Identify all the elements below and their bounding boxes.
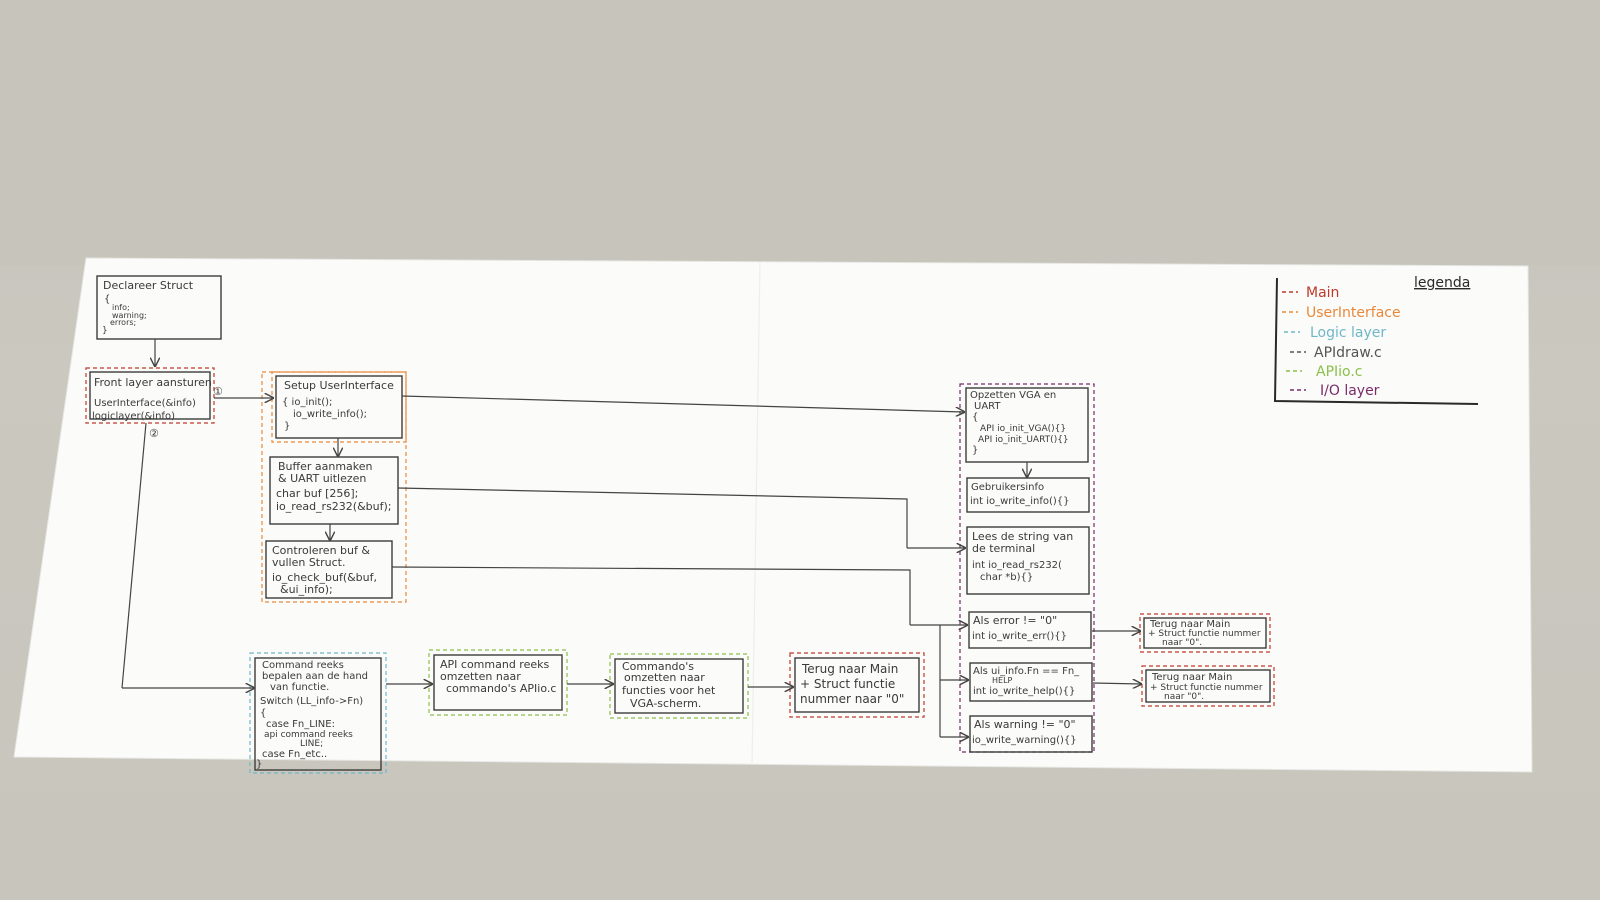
- svg-text:Opzetten VGA en UART: Opzetten VGA en UART { API io_init_VGA()…: [970, 388, 1072, 456]
- paper-sheet: [13, 257, 1533, 773]
- legend-item-userinterface: UserInterface: [1306, 305, 1401, 321]
- legend-item-apidraw: APIdraw.c: [1314, 345, 1382, 361]
- setup-userinterface-box: Setup UserInterface { io_init(); io_writ…: [271, 371, 407, 443]
- als-warning-box: Als warning != "0" io_write_warning(){}: [969, 715, 1093, 753]
- commandos-box: Commando's omzetten naar functies voor h…: [609, 653, 749, 719]
- svg-text:Commando's omzetten naar: Commando's omzetten naar functies voor h…: [622, 660, 719, 710]
- svg-text:Front layer aansturen Us: Front layer aansturen UserInterface(&inf…: [92, 376, 215, 422]
- connectors: [121, 339, 1141, 737]
- svg-text:Command reeks bepalen aa: Command reeks bepalen aan de hand van fu…: [256, 658, 372, 770]
- paper-fold: [751, 261, 761, 766]
- svg-text:Als warning != "0" io_wr: Als warning != "0" io_write_warning(){}: [972, 718, 1079, 746]
- buffer-box: Buffer aanmaken & UART uitlezen char buf…: [269, 456, 399, 525]
- legend-item-apiio: APIio.c: [1316, 364, 1363, 380]
- svg-text:Terug naar Main + Struct: Terug naar Main + Struct functie nummer …: [800, 662, 904, 706]
- svg-text:Terug naar Main + Struct: Terug naar Main + Struct functie nummer …: [1150, 670, 1266, 702]
- marker-2: ②: [149, 427, 159, 440]
- svg-text:Lees de string van de te: Lees de string van de terminal int io_re…: [972, 530, 1077, 583]
- als-error-box: Als error != "0" int io_write_err(){}: [968, 611, 1092, 649]
- svg-text:Als ui_info.Fn == Fn_ HE: Als ui_info.Fn == Fn_ HELP int io_write_…: [973, 664, 1083, 697]
- wall-background: [0, 0, 1600, 265]
- svg-text:Buffer aanmaken & UART u: Buffer aanmaken & UART uitlezen char buf…: [276, 460, 392, 513]
- terug-naar-main-box-1: Terug naar Main + Struct functie nummer …: [789, 652, 925, 718]
- command-reeks-box: Command reeks bepalen aan de hand van fu…: [249, 652, 387, 774]
- legend: legenda Main UserInterface Logic layer A…: [1273, 275, 1479, 405]
- legend-item-logic: Logic layer: [1310, 325, 1386, 341]
- svg-text:API command reeks omzett: API command reeks omzetten naar commando…: [440, 658, 556, 695]
- svg-text:Als error != "0" int io_: Als error != "0" int io_write_err(){}: [972, 614, 1067, 642]
- svg-text:Setup UserInterface { io: Setup UserInterface { io_init(); io_writ…: [282, 379, 397, 432]
- legend-frame: [1273, 277, 1479, 405]
- marker-1: ①: [213, 385, 223, 398]
- legend-item-io: I/O layer: [1320, 383, 1380, 399]
- userinterface-group: [261, 371, 407, 603]
- lees-string-box: Lees de string van de terminal int io_re…: [966, 526, 1090, 595]
- legend-item-main: Main: [1306, 285, 1339, 301]
- svg-text:Gebruikersinfo int io_wr: Gebruikersinfo int io_write_info(){}: [970, 480, 1070, 507]
- declareer-struct-box: Declareer Struct { info; warning; errors…: [96, 275, 222, 340]
- declareer-text: Declareer Struct { info; warning; errors…: [102, 279, 197, 336]
- svg-text:Terug naar Main + Struct: Terug naar Main + Struct functie nummer …: [1148, 617, 1264, 648]
- als-info-box: Als ui_info.Fn == Fn_ HELP int io_write_…: [969, 662, 1093, 702]
- legend-title: legenda: [1414, 275, 1470, 291]
- front-layer-box: Front layer aansturen UserInterface(&inf…: [85, 367, 223, 440]
- svg-text:Controleren buf & vullen: Controleren buf & vullen Struct. io_chec…: [272, 544, 381, 596]
